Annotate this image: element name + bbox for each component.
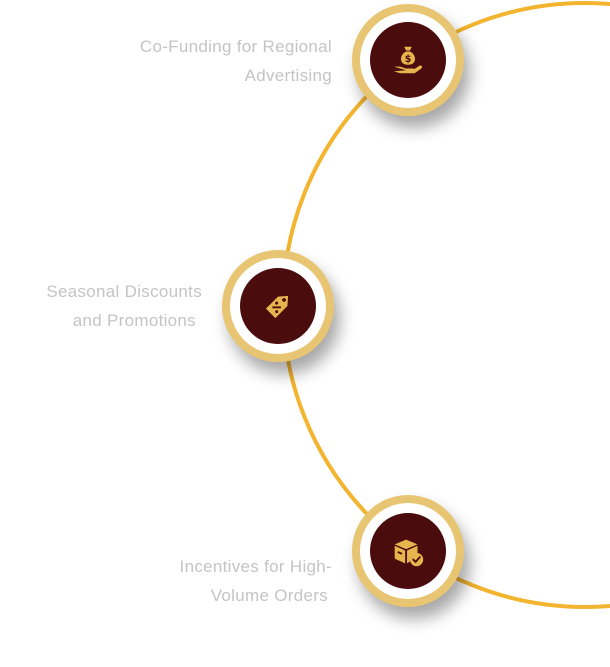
item-label-line: Incentives for High-	[179, 557, 332, 576]
box-check-icon	[394, 539, 424, 567]
item-label-line: Seasonal Discounts	[46, 282, 202, 301]
item-node-seasonal	[222, 250, 334, 362]
item-label-co-funding: Co-Funding for Regional Advertising	[140, 32, 332, 90]
item-label-line: and Promotions	[72, 311, 196, 330]
item-icon-badge: $	[370, 22, 446, 98]
item-label-line: Volume Orders	[210, 586, 328, 605]
item-label-seasonal: Seasonal Discounts and Promotions	[46, 277, 202, 335]
item-label-incentives: Incentives for High- Volume Orders	[180, 552, 332, 610]
item-icon-badge	[370, 513, 446, 589]
item-node-co-funding: $	[352, 4, 464, 116]
item-node-incentives	[352, 495, 464, 607]
item-label-line: Advertising	[244, 66, 332, 85]
item-label-line: Co-Funding for Regional	[139, 37, 332, 56]
discount-tag-icon	[265, 295, 289, 319]
svg-text:$: $	[405, 54, 412, 65]
item-icon-badge	[240, 268, 316, 344]
money-bag-hand-icon: $	[393, 46, 423, 74]
